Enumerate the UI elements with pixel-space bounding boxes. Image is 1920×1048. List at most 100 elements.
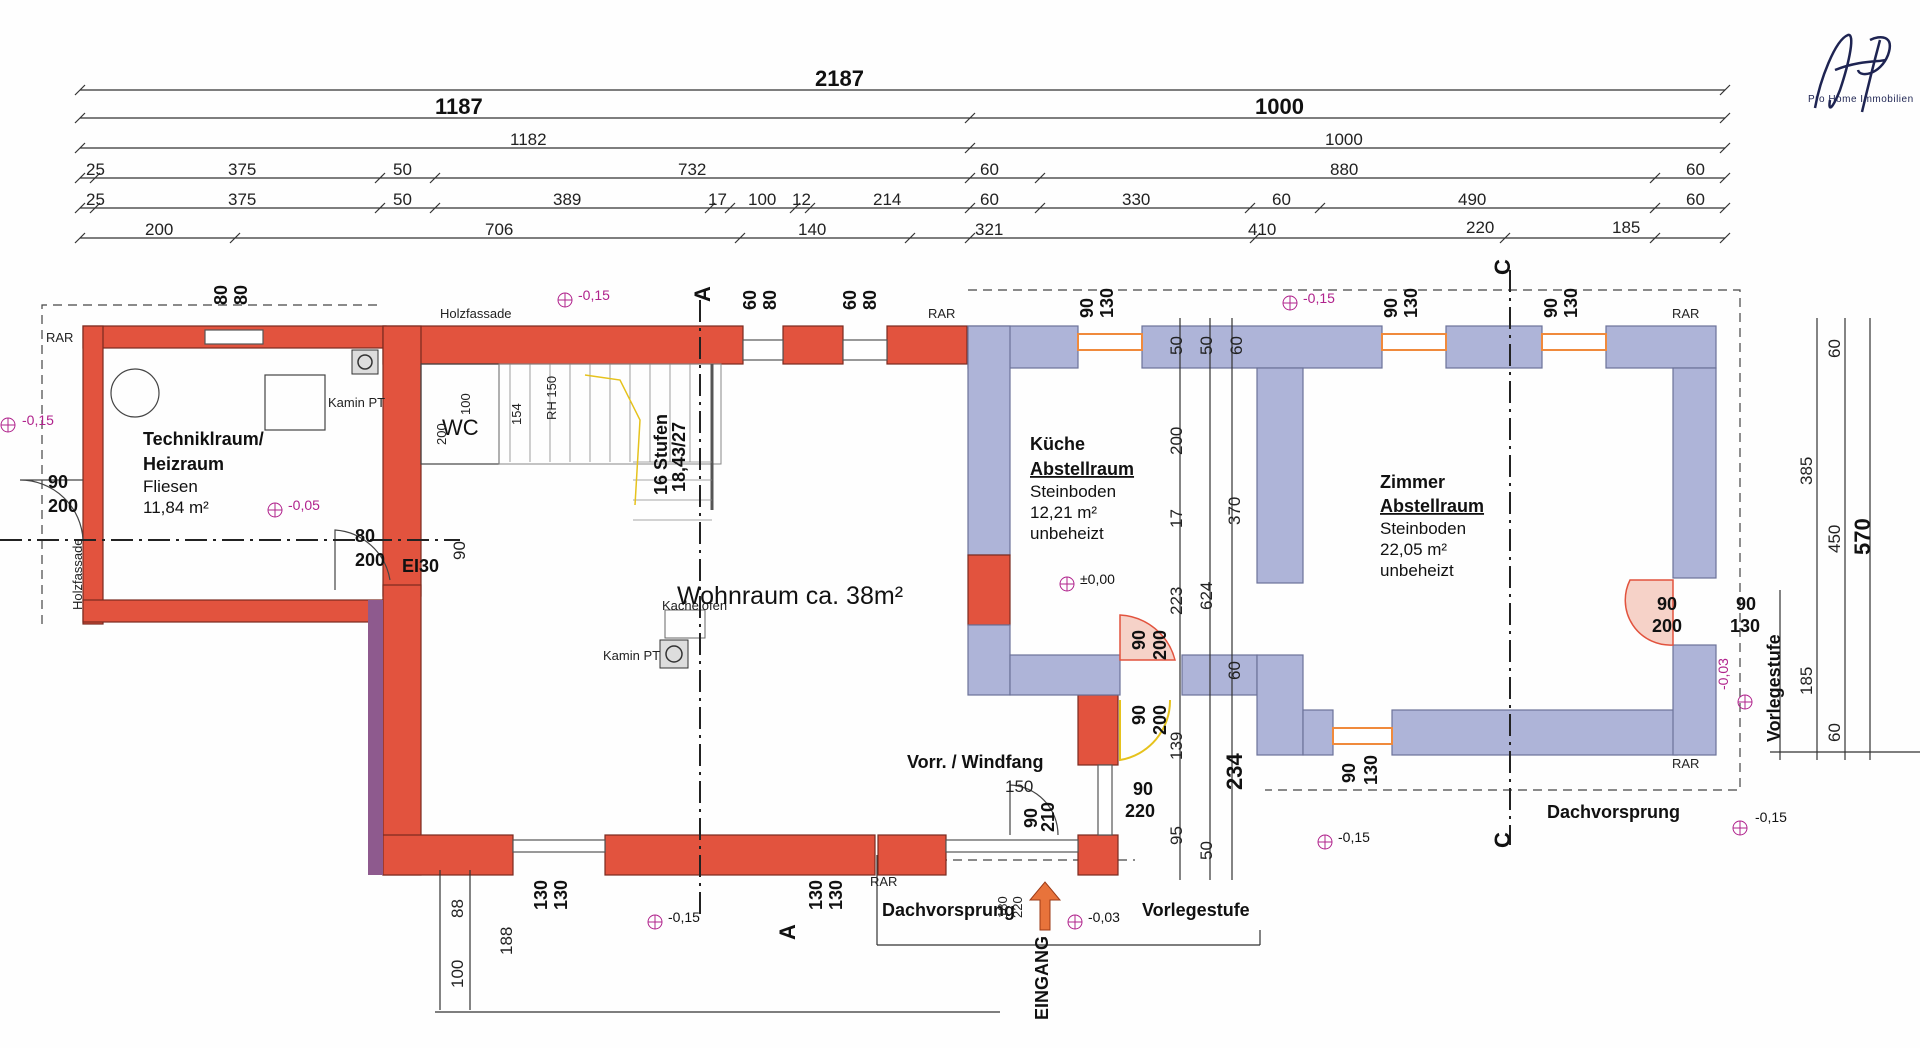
- section-axes: A A C C: [0, 259, 1515, 940]
- svg-text:60: 60: [1225, 661, 1244, 680]
- svg-text:90: 90: [1541, 298, 1561, 318]
- dim-r5-k: 60: [1272, 190, 1291, 209]
- svg-text:90: 90: [1339, 763, 1359, 783]
- dim-r6-f: 220: [1466, 218, 1494, 237]
- dim-r6-d: 321: [975, 220, 1003, 239]
- svg-text:17: 17: [1167, 509, 1186, 528]
- label-holzfassade-top: Holzfassade: [440, 306, 512, 321]
- room-zimmer-floor: Steinboden: [1380, 519, 1466, 538]
- dim-r4-f: 880: [1330, 160, 1358, 179]
- entrance-arrow-icon: [1028, 881, 1062, 931]
- svg-text:234: 234: [1222, 753, 1247, 790]
- room-labels: Techniklraum/ Heizraum Fliesen 11,84 m² …: [143, 429, 1484, 772]
- label-vorlegestufe-1: Vorlegestufe: [1142, 900, 1250, 920]
- room-kueche-floor: Steinboden: [1030, 482, 1116, 501]
- room-technik-floor: Fliesen: [143, 477, 198, 496]
- dim-r5-b: 375: [228, 190, 256, 209]
- svg-text:385: 385: [1797, 457, 1816, 485]
- svg-text:130: 130: [806, 880, 826, 910]
- label-rar-5: RAR: [870, 874, 897, 889]
- svg-text:100: 100: [448, 960, 467, 988]
- axis-a-bottom: A: [775, 924, 800, 940]
- svg-text:-0,03: -0,03: [1088, 909, 1120, 925]
- room-kueche-name2: Abstellraum: [1030, 459, 1134, 479]
- door-entry: [1009, 784, 1059, 836]
- level-marker-1: -0,15: [557, 287, 610, 308]
- label-rar-2: RAR: [928, 306, 955, 321]
- window-wohn-bottom-1: [512, 839, 606, 853]
- room-technik-name2: Heizraum: [143, 454, 224, 474]
- window-zimmer-2: [1541, 333, 1607, 351]
- label-dachvorsprung-2: Dachvorsprung: [1547, 802, 1680, 822]
- axis-c-bottom: C: [1490, 832, 1515, 848]
- label-stair-154: 154: [509, 403, 524, 425]
- svg-text:90: 90: [1129, 630, 1149, 650]
- svg-text:624: 624: [1197, 582, 1216, 610]
- svg-text:90: 90: [1077, 298, 1097, 318]
- label-vorlegestufe-2: Vorlegestufe: [1764, 634, 1784, 742]
- dim-r6-c: 140: [798, 220, 826, 239]
- svg-text:180: 180: [995, 896, 1010, 918]
- room-kueche-heat: unbeheizt: [1030, 524, 1104, 543]
- svg-text:60: 60: [840, 290, 860, 310]
- dim-r6-b: 706: [485, 220, 513, 239]
- axis-c-top: C: [1490, 259, 1515, 275]
- svg-text:90: 90: [450, 541, 469, 560]
- svg-text:60: 60: [1825, 339, 1844, 358]
- dim-r5-e: 17: [708, 190, 727, 209]
- window-zimmer-bottom: [1332, 727, 1393, 745]
- svg-text:223: 223: [1167, 587, 1186, 615]
- dim-r5-a: 25: [86, 190, 105, 209]
- svg-text:200: 200: [1652, 616, 1682, 636]
- dim-r5-f: 100: [748, 190, 776, 209]
- svg-text:130: 130: [551, 880, 571, 910]
- door-technik-outer: [19, 479, 84, 541]
- dim-r5-d: 389: [553, 190, 581, 209]
- level-markers: -0,15 -0,15 -0,15 -0,05 ±0,00 -0,15 -0,1…: [0, 287, 1787, 930]
- svg-text:90: 90: [1133, 779, 1153, 799]
- boiler-icon: [110, 368, 160, 418]
- svg-text:130: 130: [826, 880, 846, 910]
- label-kamin-technik: Kamin PT: [328, 395, 385, 410]
- label-stair-200: 200: [434, 423, 449, 445]
- walls-right-block: [967, 325, 1717, 756]
- level-marker-4: -0,05: [267, 497, 320, 518]
- svg-text:185: 185: [1797, 667, 1816, 695]
- window-wohn-1: [742, 339, 784, 361]
- svg-text:60: 60: [740, 290, 760, 310]
- dim-r5-h: 214: [873, 190, 901, 209]
- fixtures: [110, 349, 706, 669]
- label-dachvorsprung-1: Dachvorsprung: [882, 900, 1015, 920]
- level-marker-10: -0,15: [1732, 809, 1787, 836]
- label-stair-rh: RH 150: [544, 376, 559, 420]
- brand-logo: Pro Home Immobilien: [1808, 33, 1913, 113]
- window-zimmer-1: [1381, 333, 1447, 351]
- window-wohn-2: [842, 339, 888, 361]
- level-marker-2: -0,15: [0, 412, 54, 433]
- svg-text:200: 200: [48, 496, 78, 516]
- svg-text:570: 570: [1850, 518, 1875, 555]
- svg-text:450: 450: [1825, 525, 1844, 553]
- dim-r3-a: 1182: [510, 130, 547, 149]
- svg-text:60: 60: [1227, 336, 1246, 355]
- room-technik-name1: Techniklraum/: [143, 429, 264, 449]
- label-ei30: EI30: [402, 556, 439, 576]
- dim-right-block: 1000: [1255, 94, 1304, 119]
- dim-total: 2187: [815, 66, 864, 91]
- label-eingang: EINGANG: [1032, 936, 1052, 1020]
- side-dimension-texts: 50 50 60 200 17 370 223 624 60 139 234 9…: [448, 336, 1875, 988]
- svg-text:±0,00: ±0,00: [1080, 571, 1115, 587]
- chimney-technik-icon: [351, 349, 379, 375]
- svg-text:-0,15: -0,15: [668, 909, 700, 925]
- svg-text:80: 80: [860, 290, 880, 310]
- svg-text:-0,15: -0,15: [1338, 829, 1370, 845]
- svg-text:200: 200: [1150, 630, 1170, 660]
- kachelofen-icon: [664, 609, 706, 639]
- svg-text:200: 200: [355, 550, 385, 570]
- dim-r4-d: 732: [678, 160, 706, 179]
- label-stairs-ratio: 18,43/27: [669, 422, 689, 492]
- room-kueche-area: 12,21 m²: [1030, 503, 1097, 522]
- door-zimmer: [1624, 579, 1674, 646]
- label-rar-4: RAR: [1672, 756, 1699, 771]
